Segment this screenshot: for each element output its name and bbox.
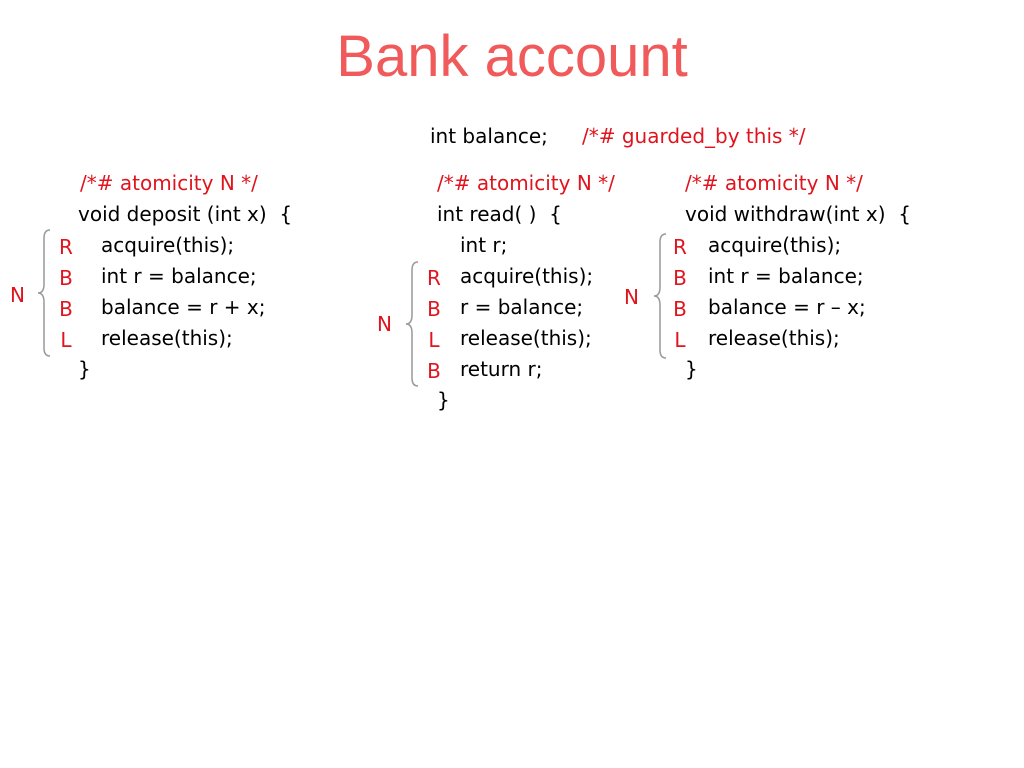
slide-title: Bank account <box>336 24 688 89</box>
read-line-3: r = balance; <box>460 295 584 319</box>
field-declaration: int balance; <box>430 124 548 148</box>
withdraw-brace <box>653 233 667 359</box>
read-mover-3: L <box>428 328 440 352</box>
withdraw-signature: void withdraw(int x) { <box>685 202 911 226</box>
withdraw-line-2: int r = balance; <box>708 264 864 288</box>
withdraw-line-1: acquire(this); <box>708 233 842 257</box>
withdraw-line-4: release(this); <box>708 326 840 350</box>
withdraw-line-3: balance = r – x; <box>708 295 866 319</box>
withdraw-mover-1: R <box>673 235 687 259</box>
deposit-line-1: acquire(this); <box>101 233 235 257</box>
read-mover-4: B <box>427 359 441 383</box>
read-mover-2: B <box>427 297 441 321</box>
withdraw-close: } <box>685 357 698 381</box>
deposit-signature: void deposit (int x) { <box>78 202 293 226</box>
read-signature: int read( ) { <box>437 202 562 226</box>
deposit-mover-1: R <box>59 235 73 259</box>
deposit-mover-4: L <box>60 328 72 352</box>
read-annotation: /*# atomicity N */ <box>437 171 615 195</box>
deposit-mover-3: B <box>59 297 73 321</box>
field-annotation: /*# guarded_by this */ <box>582 124 806 148</box>
read-composite: N <box>377 312 392 336</box>
read-mover-1: R <box>427 266 441 290</box>
deposit-line-4: release(this); <box>101 326 233 350</box>
deposit-line-3: balance = r + x; <box>101 295 266 319</box>
read-brace <box>405 261 419 387</box>
withdraw-annotation: /*# atomicity N */ <box>685 171 863 195</box>
read-close: } <box>437 388 450 412</box>
withdraw-mover-4: L <box>674 328 686 352</box>
deposit-close: } <box>78 357 91 381</box>
deposit-mover-2: B <box>59 266 73 290</box>
read-line-2: acquire(this); <box>460 264 594 288</box>
read-line-5: return r; <box>460 357 543 381</box>
read-line-1: int r; <box>460 233 508 257</box>
withdraw-mover-2: B <box>673 266 687 290</box>
deposit-annotation: /*# atomicity N */ <box>80 171 258 195</box>
withdraw-composite: N <box>624 285 639 309</box>
deposit-line-2: int r = balance; <box>101 264 257 288</box>
deposit-brace <box>37 229 51 357</box>
withdraw-mover-3: B <box>673 297 687 321</box>
read-line-4: release(this); <box>460 326 592 350</box>
deposit-composite: N <box>10 283 25 307</box>
